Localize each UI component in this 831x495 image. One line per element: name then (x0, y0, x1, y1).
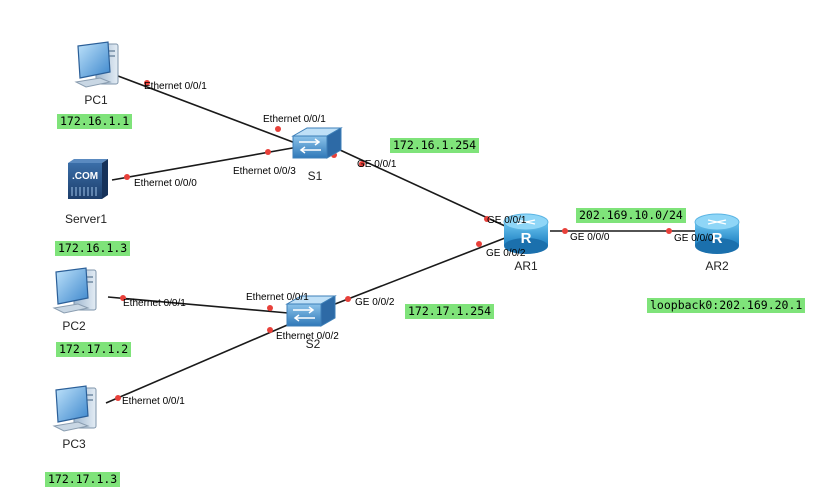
port-dot (144, 80, 150, 86)
port-dot (265, 149, 271, 155)
port-label-ar1-ge1: GE 0/0/1 (487, 215, 527, 226)
ip-label-pc3: 172.17.1.3 (45, 472, 121, 487)
port-label-s1-eth1: Ethernet 0/0/1 (263, 114, 326, 125)
port-dot (666, 228, 672, 234)
router-icon-text: R (712, 230, 723, 247)
port-label-s1-eth3: Ethernet 0/0/3 (233, 166, 296, 177)
port-label-server1: Ethernet 0/0/0 (134, 178, 197, 189)
port-label-ar1-ge2: GE 0/0/2 (486, 248, 526, 259)
ar1-name: AR1 (514, 259, 538, 273)
ar2-name: AR2 (705, 259, 729, 273)
server-icon: .COM (68, 159, 108, 199)
port-label-s2-eth2: Ethernet 0/0/2 (276, 331, 339, 342)
ar1-device[interactable]: R AR1 (503, 213, 549, 273)
port-label-s2-ge: GE 0/0/2 (355, 297, 395, 308)
port-label-ar1-ge0: GE 0/0/0 (570, 232, 610, 243)
port-dot (476, 241, 482, 247)
port-dot (562, 228, 568, 234)
s1-device[interactable]: S1 (291, 127, 343, 183)
pc-icon (52, 385, 97, 432)
switch-icon (291, 127, 343, 159)
port-dot (484, 216, 490, 222)
pc-icon (52, 267, 97, 314)
port-dot (267, 327, 273, 333)
server1-name: Server1 (65, 212, 107, 226)
router-icon: R (694, 213, 740, 254)
ip-label-loopback: loopback0:202.169.20.1 (647, 298, 806, 313)
ip-label-pc2: 172.17.1.2 (56, 342, 132, 357)
server-icon-text: .COM (72, 171, 98, 182)
pc1-device[interactable]: PC1 (74, 41, 119, 107)
s2-device[interactable]: S2 (285, 295, 337, 351)
pc3-device[interactable]: PC3 (52, 385, 97, 451)
ip-label-s2-link: 172.17.1.254 (405, 304, 495, 319)
pc-icon (74, 41, 119, 88)
pc2-name: PC2 (62, 319, 86, 333)
s1-name: S1 (308, 169, 323, 183)
port-dot (359, 161, 365, 167)
ip-label-server1: 172.16.1.3 (55, 241, 131, 256)
ip-label-s1-link: 172.16.1.254 (390, 138, 480, 153)
router-icon: R (503, 213, 549, 254)
ip-label-pc1: 172.16.1.1 (57, 114, 133, 129)
server1-device[interactable]: .COM Server1 (65, 159, 108, 226)
port-dot (115, 395, 121, 401)
port-dot (120, 295, 126, 301)
pc1-name: PC1 (84, 93, 108, 107)
pc2-device[interactable]: PC2 (52, 267, 97, 333)
link-pc2-s2 (107, 296, 289, 314)
pc3-name: PC3 (62, 437, 86, 451)
link-s2-ar1 (329, 237, 506, 307)
s2-name: S2 (306, 337, 321, 351)
port-label-pc1: Ethernet 0/0/1 (144, 81, 207, 92)
port-dot (345, 296, 351, 302)
ar2-device[interactable]: R AR2 (694, 213, 740, 273)
port-label-s1-ge: GE 0/0/1 (357, 159, 397, 170)
port-label-pc2: Ethernet 0/0/1 (123, 298, 186, 309)
port-dot (124, 174, 130, 180)
port-label-ar2-ge: GE 0/0/0 (674, 233, 714, 244)
link-s1-ar1 (339, 149, 506, 227)
link-pc3-s2 (105, 322, 293, 404)
port-label-s2-eth1: Ethernet 0/0/1 (246, 292, 309, 303)
router-icon-text: R (521, 230, 532, 247)
link-pc1-s1 (117, 75, 299, 145)
ip-label-ar-link: 202.169.10.0/24 (576, 208, 686, 223)
port-dot (275, 126, 281, 132)
port-dot (267, 305, 273, 311)
port-label-pc3: Ethernet 0/0/1 (122, 396, 185, 407)
switch-icon (285, 295, 337, 327)
